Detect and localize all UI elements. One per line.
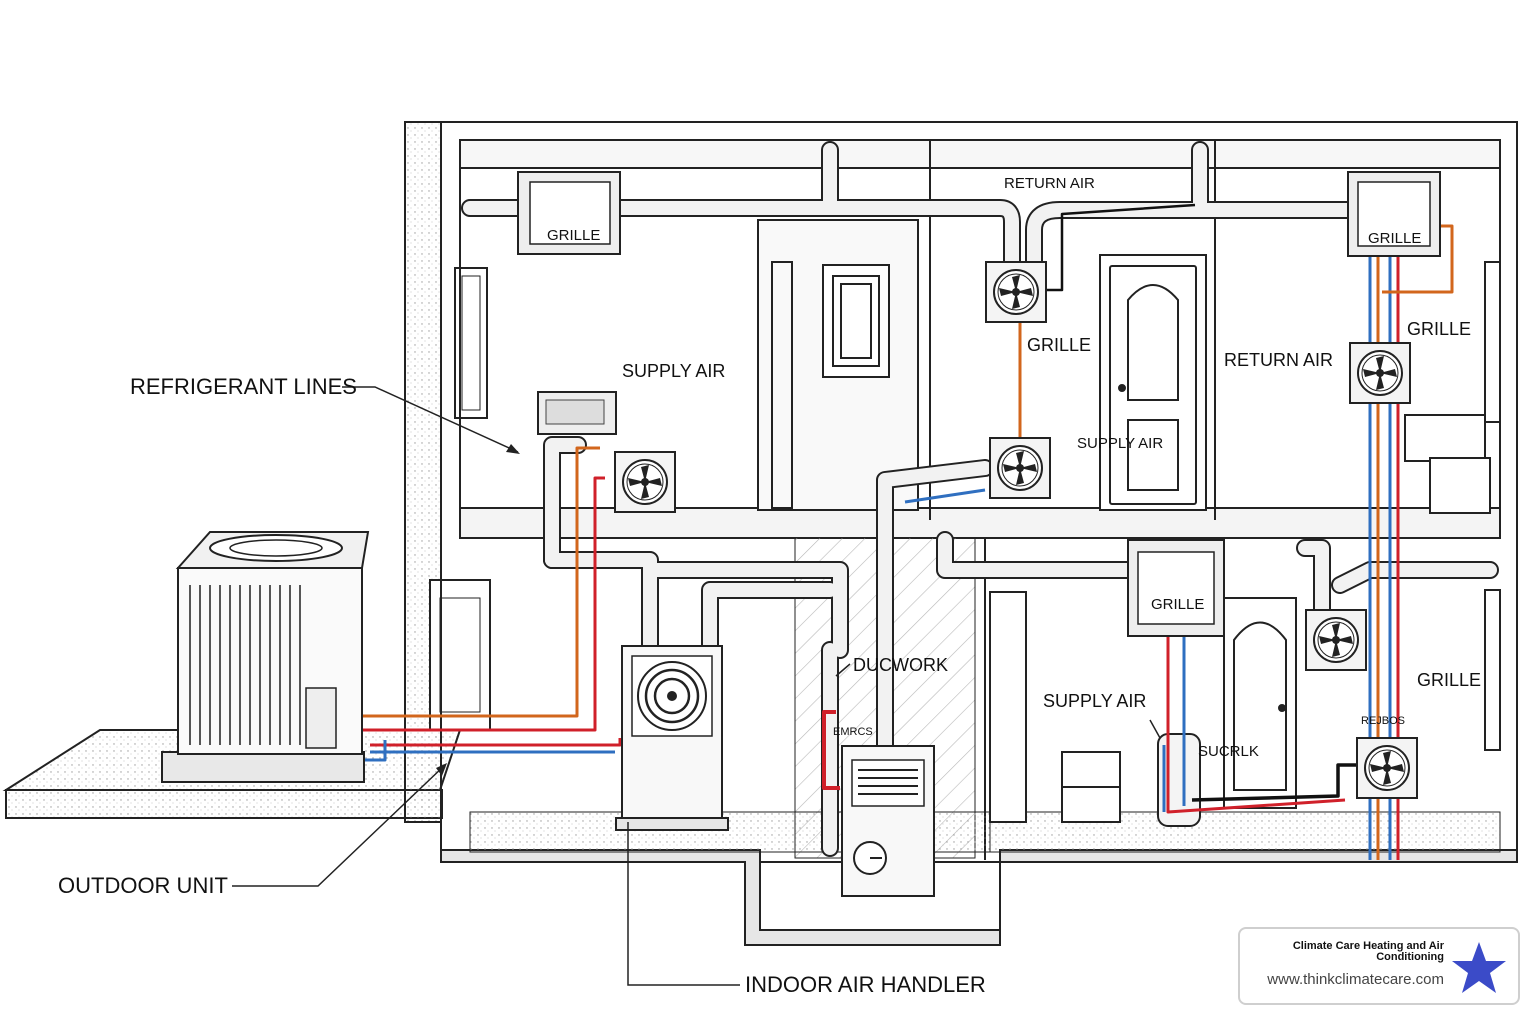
grille-top-right [1347, 171, 1441, 257]
label-grille-middle: GRILLE [1027, 335, 1091, 355]
callout-leaders [232, 386, 1161, 986]
arrowhead [436, 763, 447, 776]
label-supply-air-middle: SUPPLY AIR [1077, 435, 1163, 452]
label-grille-basement: GRILLE [1151, 596, 1204, 613]
brand-url[interactable]: www.thinkclimatecare.com [1267, 971, 1444, 988]
label-ducwork: DUCWORK [853, 655, 948, 675]
ductwork [461, 141, 1499, 859]
fan-icon [1356, 737, 1418, 799]
grille-top-left [517, 171, 621, 255]
label-grille-right: GRILLE [1407, 319, 1471, 339]
basement-pit [440, 537, 1518, 946]
brand-box: Climate Care Heating and Air Conditionin… [1238, 927, 1520, 1005]
house-shell [440, 121, 1518, 863]
label-grille-top-left: GRILLE [547, 227, 600, 244]
label-indoor-air-handler: INDOOR AIR HANDLER [745, 972, 986, 997]
fan-icon [1305, 609, 1367, 671]
star-icon [1452, 942, 1506, 993]
label-return-air-top: RETURN AIR [1004, 175, 1095, 192]
upper-floor-details [757, 219, 1501, 514]
grille-basement [1127, 539, 1225, 637]
label-emrcs: EMRCS [833, 726, 873, 738]
fan-icon [985, 261, 1047, 323]
fan-icon [989, 437, 1051, 499]
label-sucrlk: SUCRLK [1198, 743, 1259, 760]
outdoor-unit [161, 531, 370, 783]
control-panel [537, 391, 617, 435]
label-return-air-right: RETURN AIR [1224, 350, 1333, 370]
label-grille-basement-right: GRILLE [1417, 670, 1481, 690]
label-supply-air-basement: SUPPLY AIR [1043, 691, 1146, 711]
fan-icon [1349, 342, 1411, 404]
arrowhead [506, 444, 520, 454]
label-rejbos: REJBOS [1361, 715, 1405, 727]
label-outdoor-unit: OUTDOOR UNIT [58, 873, 228, 898]
label-supply-air-top: SUPPLY AIR [622, 361, 725, 381]
label-grille-top-right: GRILLE [1368, 230, 1421, 247]
label-refrigerant-lines: REFRIGERANT LINES [130, 374, 357, 399]
furnace [841, 745, 935, 897]
brand-name: Climate Care Heating and Air Conditionin… [1292, 940, 1444, 963]
fan-icon [614, 451, 676, 513]
indoor-air-handler [615, 645, 729, 831]
